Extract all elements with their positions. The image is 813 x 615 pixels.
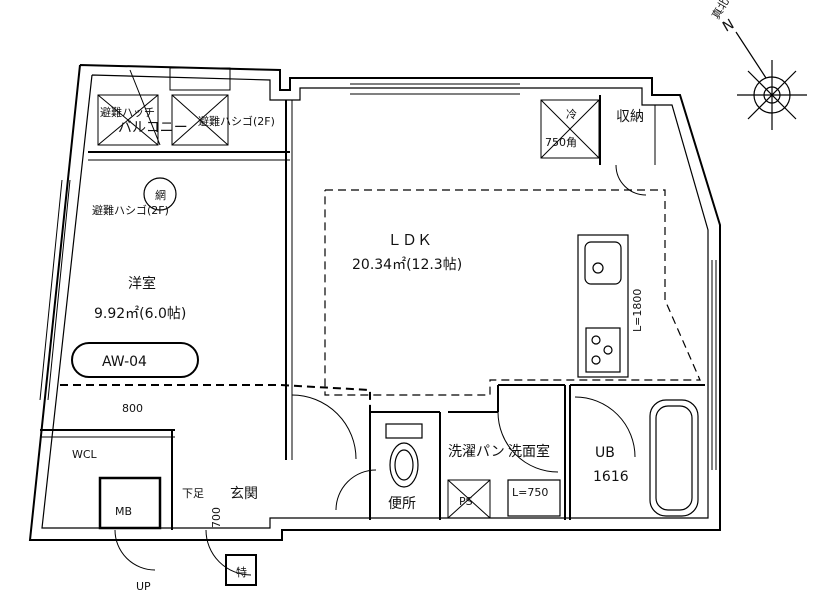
fridge-space [540, 99, 600, 159]
net-circle [143, 177, 177, 211]
window-tag: AW-04 [102, 354, 147, 370]
kitchen-counter [577, 234, 629, 378]
ldk-area: 20.34㎡(12.3帖) [352, 257, 462, 273]
ps-label: PS [459, 495, 473, 508]
window-tag-box [71, 342, 199, 378]
mb-box [98, 476, 162, 530]
storage-name: 収納 [616, 109, 644, 125]
ps-shaft [447, 479, 491, 519]
kitchen-length-label: L=1800 [631, 289, 644, 332]
up-label: UP [136, 580, 151, 593]
hatch-ladder-label-b: 避難ハシゴ(2F) [92, 203, 169, 217]
outer-walls [28, 64, 721, 541]
special-label: 特 [236, 565, 247, 579]
washing-pan-label: 洗濯パン [448, 444, 505, 460]
balcony-name: バルコニー [118, 120, 188, 136]
wcl-name: WCL [72, 448, 98, 461]
bath-size: 1616 [593, 469, 629, 485]
hatch-label: 避難ハッチ [100, 105, 155, 119]
western-room-area: 9.92㎡(6.0帖) [94, 306, 186, 322]
vanity-unit [507, 479, 561, 517]
hatch-ladder-label-a: 避難ハシゴ(2F) [198, 114, 275, 128]
net-label: 網 [155, 188, 166, 202]
wash-room-name: 洗面室 [508, 443, 550, 460]
wcl-dim-label: 800 [122, 402, 143, 415]
bath-name: UB [595, 445, 615, 461]
fridge-label: 冷 [566, 108, 577, 121]
vanity-label: L=750 [512, 486, 548, 499]
compass-icon [735, 31, 807, 130]
ldk-dashed-outline [324, 189, 701, 396]
north-label: N [720, 16, 737, 35]
shoe-cabinet-dim: 700 [210, 507, 223, 528]
ldk-name: ＬＤＫ [387, 231, 432, 249]
toilet-name: 便所 [388, 496, 416, 512]
bathtub [649, 399, 699, 517]
toilet-fixture [385, 423, 423, 488]
interior-walls [40, 95, 705, 530]
entrance-name: 玄関 [230, 485, 258, 502]
mb-label: MB [115, 505, 132, 518]
balcony-area [97, 67, 231, 146]
fridge-size-label: 750角 [545, 136, 577, 149]
western-room-name: 洋室 [128, 275, 156, 292]
special-box [225, 554, 257, 586]
door-swings [114, 164, 647, 576]
windows [39, 83, 717, 470]
shoe-cabinet-label: 下足 [182, 487, 204, 500]
